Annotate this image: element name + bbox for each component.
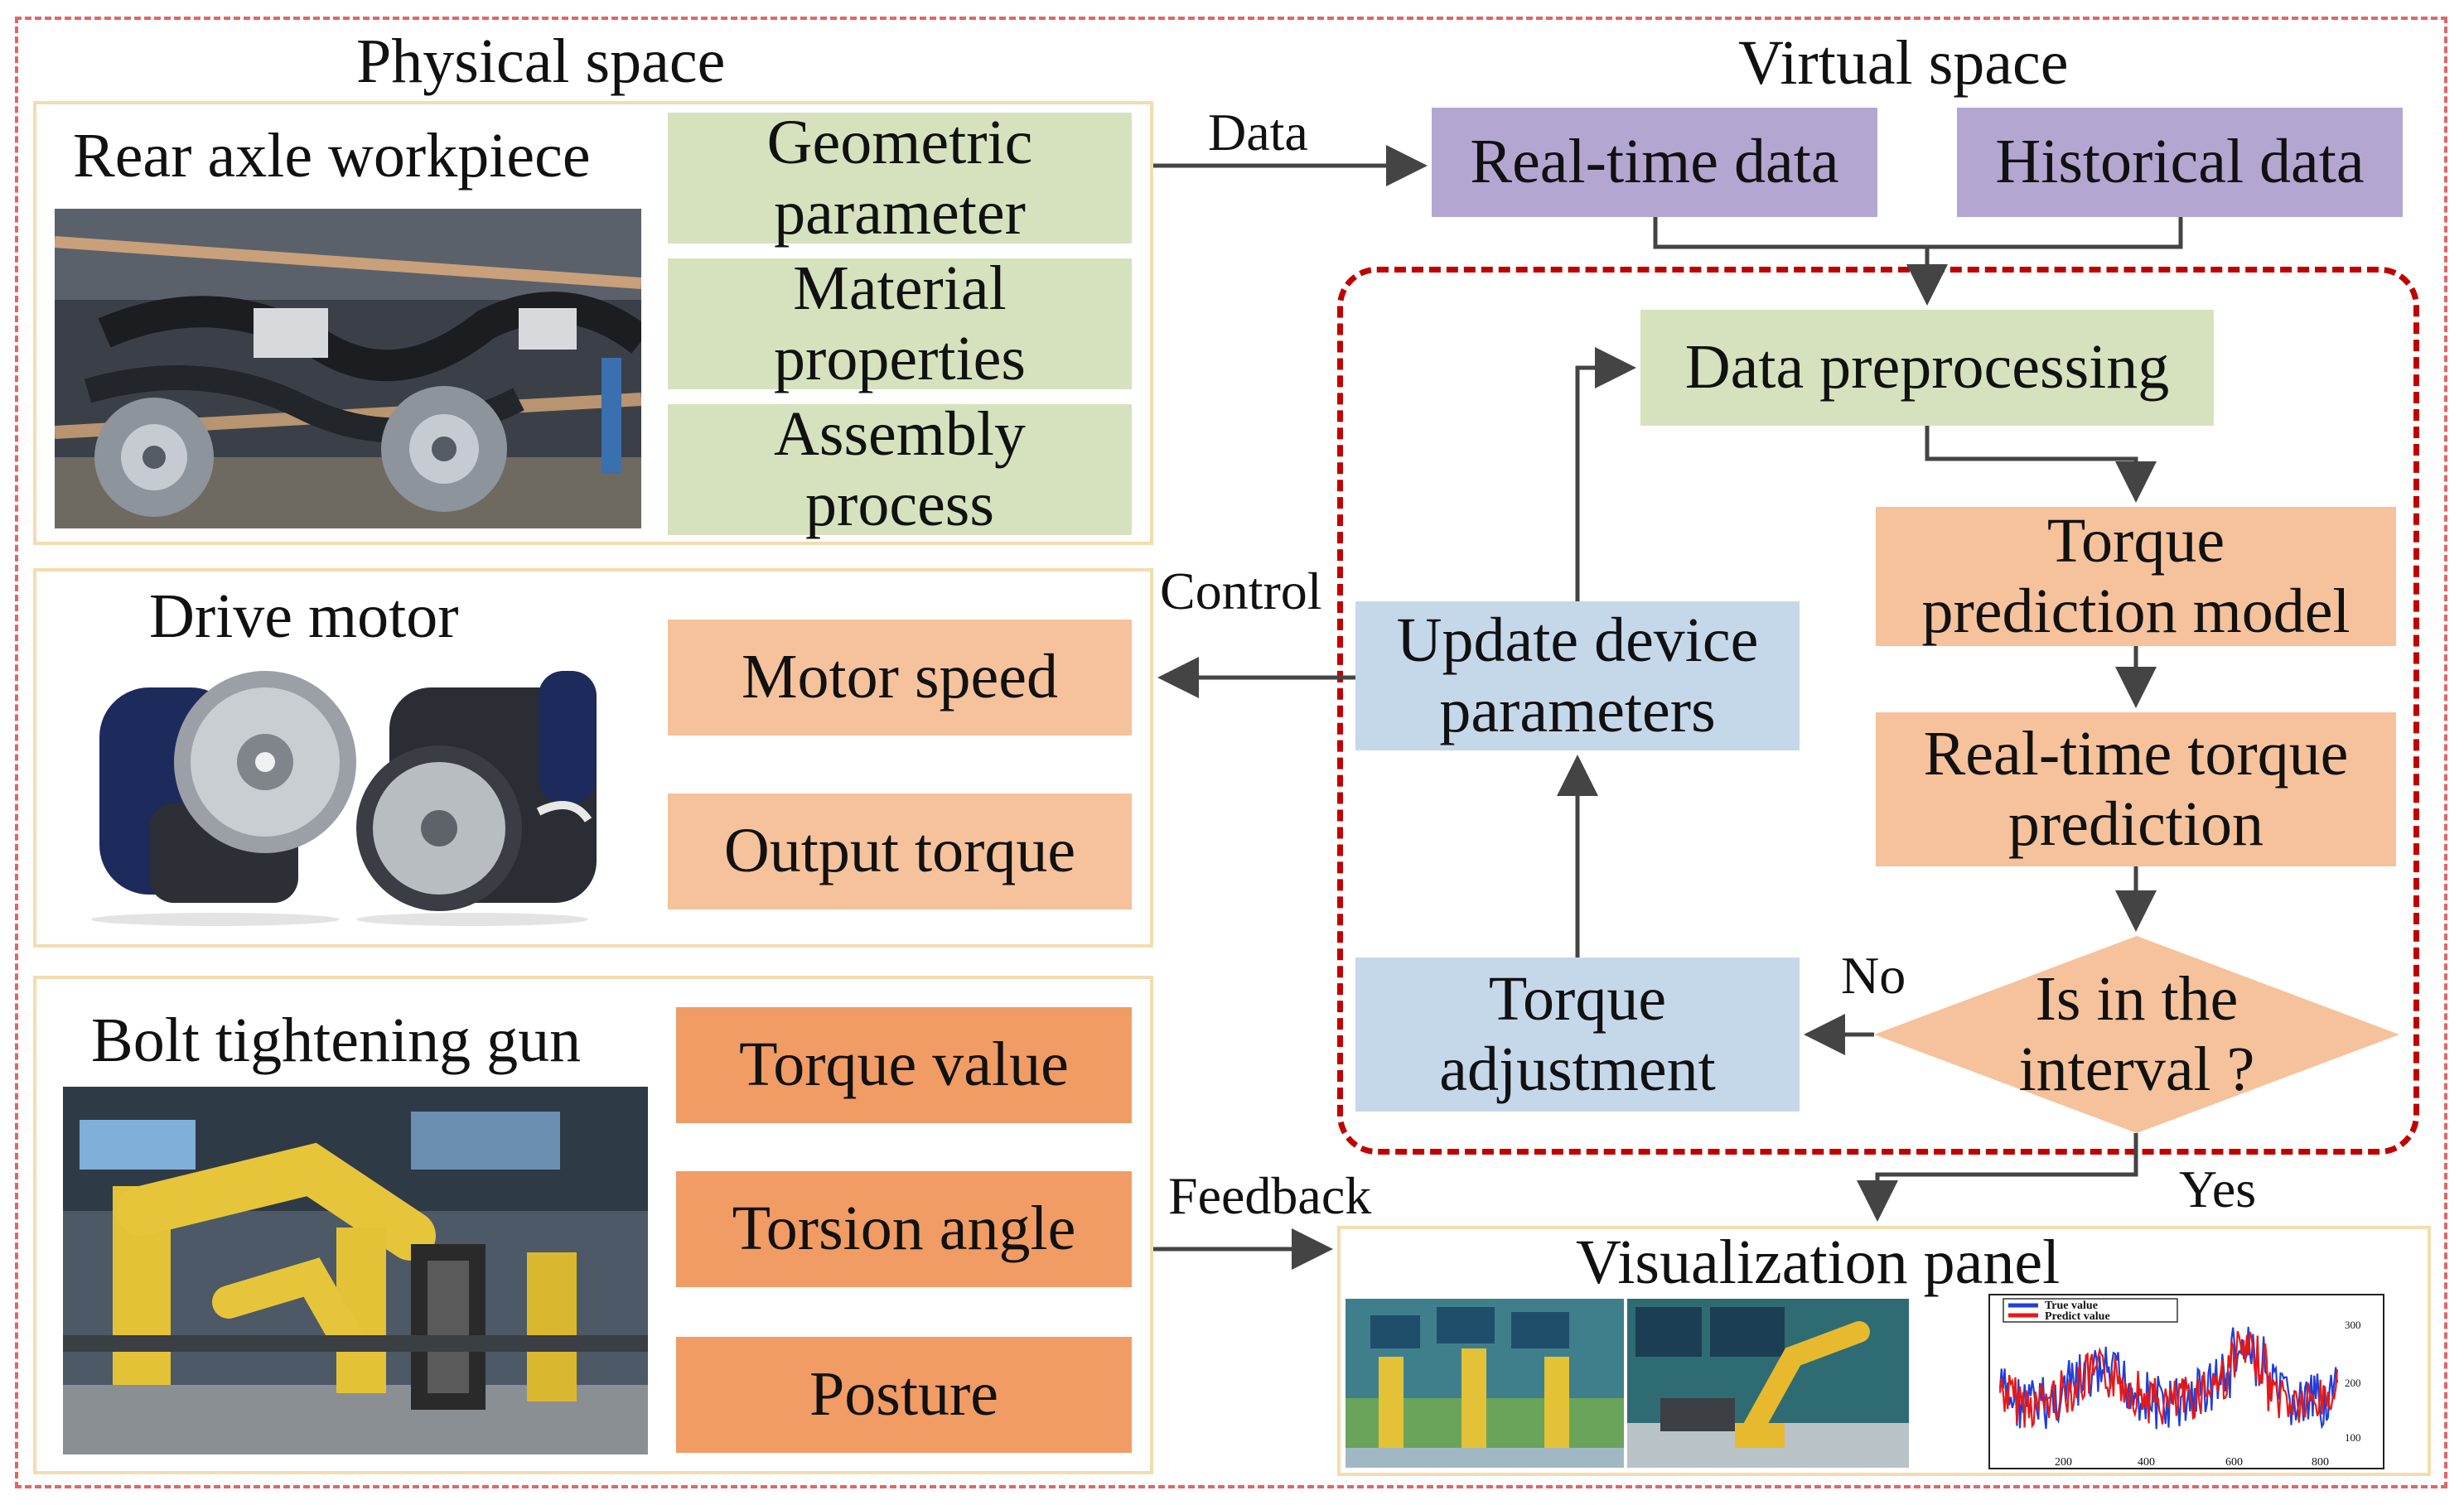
physical-space-title: Physical space <box>356 27 726 96</box>
drive-motor-photo <box>75 654 621 928</box>
chart-xtick-600: 600 <box>2225 1456 2243 1469</box>
visualization-panel-title: Visualization panel <box>1576 1228 2061 1297</box>
arrow-yes <box>1857 1133 2138 1222</box>
realtime-torque-prediction-box: Real-time torque prediction <box>1876 712 2396 866</box>
realtime-data-box: Real-time data <box>1432 108 1877 217</box>
rear-axle-title: Rear axle workpiece <box>73 121 591 191</box>
bolt-gun-photo <box>63 1087 648 1454</box>
decision-diamond <box>1874 936 2399 1133</box>
prediction-chart: True value Predict value 300 200 100 <box>1988 1294 2384 1469</box>
edge-label-no: No <box>1841 946 1906 1005</box>
arrow-to-preprocessing-loop <box>1575 347 1636 601</box>
torque-value-box: Torque value <box>676 1007 1132 1123</box>
torque-adjustment-box: Torque adjustment <box>1355 958 1800 1112</box>
motor-speed-box: Motor speed <box>668 620 1132 736</box>
chart-ytick-300: 300 <box>2345 1319 2361 1331</box>
chart-xtick-200: 200 <box>2055 1456 2072 1469</box>
prediction-loop-boundary <box>1337 267 2419 1155</box>
chart-xtick-400: 400 <box>2138 1456 2155 1469</box>
outer-frame <box>15 17 2447 1488</box>
torque-prediction-model-box: Torque prediction model <box>1876 506 2396 646</box>
digital-twin-screenshot-1 <box>1346 1299 1624 1468</box>
material-properties-box: Material properties <box>668 253 1132 393</box>
edge-label-feedback: Feedback <box>1168 1166 1372 1225</box>
chart-xtick-800: 800 <box>2312 1456 2329 1469</box>
digital-twin-screenshot-2 <box>1627 1299 1909 1468</box>
arrow-to-model <box>1925 426 2157 503</box>
assembly-process-box: Assembly process <box>668 399 1132 539</box>
data-preprocessing-box: Data preprocessing <box>1640 310 2214 426</box>
decision-label: Is in the interval ? <box>2018 963 2255 1104</box>
drive-motor-title: Drive motor <box>149 581 459 651</box>
chart-series-true <box>1998 1326 2339 1430</box>
chart-series-predict <box>1998 1330 2339 1429</box>
edge-label-yes: Yes <box>2179 1160 2257 1218</box>
edge-label-control: Control <box>1160 562 1322 620</box>
update-device-parameters-box: Update device parameters <box>1355 601 1800 750</box>
torsion-angle-box: Torsion angle <box>676 1171 1132 1287</box>
chart-ytick-100: 100 <box>2345 1431 2361 1444</box>
rear-axle-photo <box>55 209 641 528</box>
output-torque-box: Output torque <box>668 794 1132 909</box>
historical-data-box: Historical data <box>1957 108 2403 217</box>
chart-legend-predict: Predict value <box>2045 1310 2110 1323</box>
geometric-parameter-box: Geometric parameter <box>668 108 1132 248</box>
chart-ytick-200: 200 <box>2345 1377 2361 1389</box>
virtual-space-title: Virtual space <box>1738 28 2069 98</box>
bolt-gun-title: Bolt tightening gun <box>91 1006 582 1075</box>
chart-legend-true: True value <box>2045 1300 2098 1312</box>
edge-label-data: Data <box>1208 103 1308 162</box>
posture-box: Posture <box>676 1337 1132 1453</box>
